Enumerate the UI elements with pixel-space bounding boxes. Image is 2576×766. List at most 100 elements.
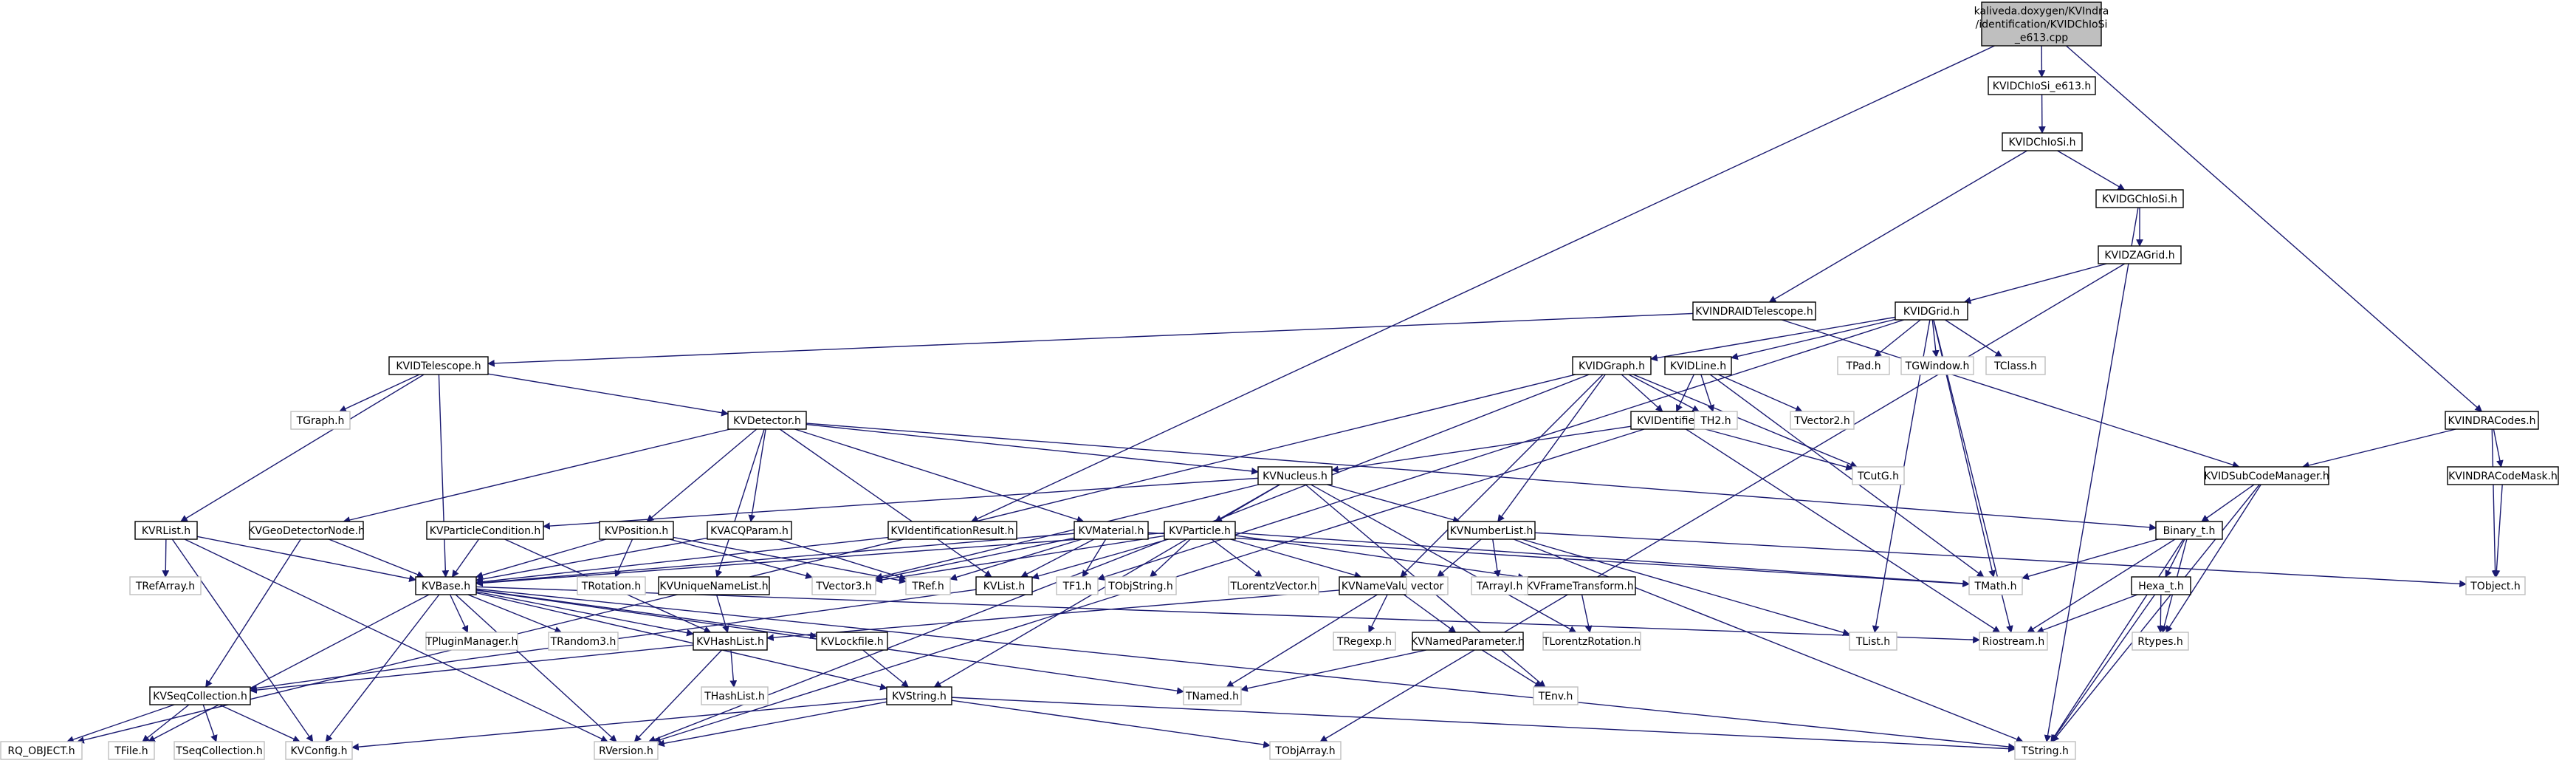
edge-root-to-kvindracodes-h [2066,45,2483,412]
node-kvidline-h[interactable]: KVIDLine.h [1664,356,1732,375]
node-box [134,521,198,540]
node-label: KVRList.h [142,525,190,537]
edge-hexa-t-h-to-tstring-h [2050,594,2156,742]
node-box [1790,411,1855,430]
node-box [129,576,202,595]
node-box [2155,521,2223,540]
node-kvidgchiosi-h[interactable]: KVIDGChIoSi.h [2095,189,2184,208]
node-kvuniquenamelist-h[interactable]: KVUniqueNameList.h [658,576,770,595]
node-kvdetector-h[interactable]: KVDetector.h [727,411,807,430]
node-kvposition-h[interactable]: KVPosition.h [599,521,674,540]
node-kvnucleus-h[interactable]: KVNucleus.h [1257,466,1333,485]
node-label: TArrayI.h [1476,581,1523,592]
edge-kvidgrid-h-to-tgwindow-h [1931,319,1940,358]
edge-kvbase-h-to-kvhashlist-h [475,591,694,637]
node-box [1471,576,1528,595]
node-label: TGWindow.h [1905,360,1970,372]
node-label: TCutG.h [1857,471,1899,482]
node-label: KVIDZAGrid.h [2104,250,2174,261]
node-kvidsubcodemanager-h[interactable]: KVIDSubCodeManager.h [2204,466,2329,485]
edge-kvseqcollection-h-to-kvconfig-h [219,704,300,742]
node-label: TVector3.h [815,581,871,592]
node-kvlockfile-h[interactable]: KVLockfile.h [816,632,888,651]
node-th2-h: TH2.h [1694,411,1738,430]
edge-kvacqparam-h-to-kvbase-h [475,537,708,583]
edge-kvidgraph-h-to-kvidentifier-h [1621,374,1663,412]
node-box [149,686,251,705]
node-hexa-t-h[interactable]: Hexa_t.h [2131,576,2191,595]
node-kvidchiosi-h[interactable]: KVIDChIoSi.h [2002,132,2083,151]
node-kvidgraph-h[interactable]: KVIDGraph.h [1572,356,1652,375]
node-box [285,741,353,760]
node-box [2014,741,2076,760]
node-box [249,521,364,540]
edge-kvbase-h-to-kvlockfile-h [475,589,817,640]
node-label: KVINDRACodeMask.h [2448,471,2558,482]
node-box [599,521,674,540]
node-tcutg-h: TCutG.h [1852,466,1905,485]
node-kvidchiosi-e613-h[interactable]: KVIDChIoSi_e613.h [1988,76,2096,95]
edge-kvidsubcodemanager-h-to-rtypes-h [2165,484,2261,633]
node-kvindracodemask-h[interactable]: KVINDRACodeMask.h [2447,466,2559,485]
node-label: KVMaterial.h [1079,525,1144,537]
edge-kvnamevaluelist-h-to-tnamed-h [1226,594,1378,688]
node-label: TRegexp.h [1336,636,1392,648]
node-box [2465,576,2526,595]
node-label: TPad.h [1845,360,1881,372]
node-kvidgrid-h[interactable]: KVIDGrid.h [1895,301,1968,321]
edge-kvidgraph-h-to-kvnumberlist-h [1497,374,1606,522]
node-label: TF1.h [1062,581,1092,592]
node-box [1164,521,1236,540]
node-kvgeodetectornode-h[interactable]: KVGeoDetectorNode.h [248,521,365,540]
node-kvhashlist-h[interactable]: KVHashList.h [693,632,768,651]
node-kvlist-h[interactable]: KVList.h [975,576,1033,595]
node-label: KVSeqCollection.h [153,691,247,702]
node-box [886,686,952,705]
node-label: KVIDSubCodeManager.h [2204,471,2329,482]
node-kvbase-h[interactable]: KVBase.h [415,576,477,595]
edge-kvbase-h-to-tpluginmanager-h [449,594,469,633]
node-root[interactable]: kaliveda.doxygen/KVIndra/identification/… [1974,1,2109,47]
node-kvidzagrid-h[interactable]: KVIDZAGrid.h [2098,245,2182,264]
edge-kvidchiosi-h-to-kvidgchiosi-h [2057,150,2126,191]
node-label: TRandom3.h [550,636,616,648]
node-kvstring-h[interactable]: KVString.h [886,686,952,705]
edge-kvidentifier-h-to-riostream-h [1686,428,2001,633]
node-box [2204,466,2329,485]
node-label: RQ_OBJECT.h [7,745,75,757]
node-box [1988,76,2096,95]
node-kvseqcollection-h[interactable]: KVSeqCollection.h [149,686,251,705]
node-label: KVUniqueNameList.h [659,581,768,592]
node-box [2095,189,2184,208]
node-box [2447,466,2559,485]
node-thashlist-h: THashList.h [701,686,769,705]
node-kvidtelescope-h[interactable]: KVIDTelescope.h [388,356,489,375]
node-kvmaterial-h[interactable]: KVMaterial.h [1074,521,1149,540]
edge-kvhashlist-h-to-rversion-h [633,649,723,742]
node-label: KVFrameTransform.h [1526,581,1633,592]
edge-kvidgrid-h-to-kvidline-h [1731,318,1896,360]
node-kvframetransform-h[interactable]: KVFrameTransform.h [1524,576,1636,595]
node-kvindraidtelescope-h[interactable]: KVINDRAIDTelescope.h [1692,301,1816,321]
node-kvacqparam-h[interactable]: KVACQParam.h [707,521,792,540]
edge-kvposition-h-to-tvector3-h [669,538,813,579]
node-rtypes-h: Rtypes.h [2132,632,2189,651]
node-label: TH2.h [1700,415,1731,427]
node-kvindracodes-h[interactable]: KVINDRACodes.h [2445,411,2539,430]
edge-kvmaterial-h-to-kvbase-h [475,533,1075,587]
edge-binary-t-h-to-hexa-t-h [2165,538,2185,578]
node-kvnumberlist-h[interactable]: KVNumberList.h [1447,521,1536,540]
node-box [415,576,477,595]
node-kvparticlecondition-h[interactable]: KVParticleCondition.h [426,521,544,540]
node-box [658,576,770,595]
node-kvrlist-h[interactable]: KVRList.h [134,521,198,540]
node-kvnamedparameter-h[interactable]: KVNamedParameter.h [1411,632,1525,651]
edge-kvdetector-h-to-kvgeodetectornode-h [343,428,730,524]
node-binary-t-h[interactable]: Binary_t.h [2155,521,2223,540]
node-box [1269,741,1342,760]
edge-kvposition-h-to-tref-h [673,536,907,584]
node-kvidentificationresult-h[interactable]: KVIdentificationResult.h [887,521,1017,540]
node-kvparticle-h[interactable]: KVParticle.h [1164,521,1236,540]
node-label: TEnv.h [1538,691,1573,702]
